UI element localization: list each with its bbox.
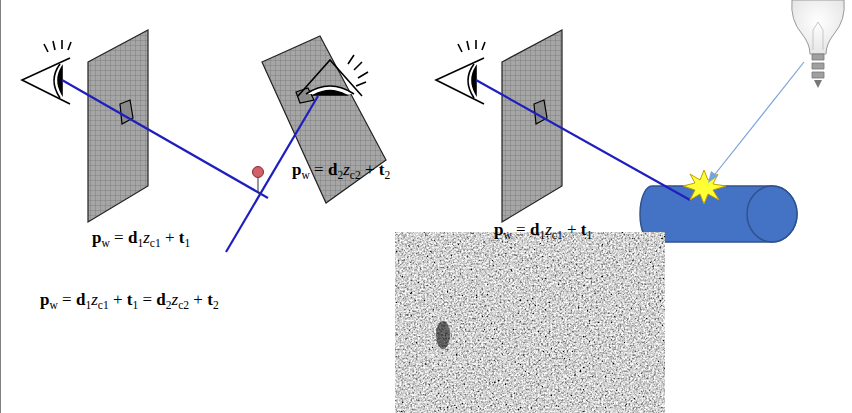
light-burst (683, 170, 726, 204)
eye-left (436, 40, 485, 104)
ray (226, 96, 318, 252)
equation: pw = d1zc1 + t1 (92, 228, 190, 248)
pixel (534, 100, 547, 124)
speckle-image (395, 232, 665, 413)
speckle-shadow (436, 321, 450, 349)
light-ray (712, 62, 804, 178)
eye-right (298, 55, 368, 96)
equation: pw = d1zc1 + t1 (494, 220, 592, 240)
arrow-head (708, 171, 718, 183)
equation: pw = d1zc1 + t1 = d2zc2 + t2 (40, 290, 219, 310)
gap-line (258, 178, 259, 193)
ray (476, 80, 690, 200)
light-bulb (792, 0, 845, 88)
equation: pw = d2zc2 + t2 (292, 160, 390, 180)
frame-line (0, 0, 1, 413)
speckle-image (395, 232, 665, 413)
ray (62, 80, 268, 198)
image-plane (502, 30, 562, 222)
image-plane (88, 30, 148, 222)
point (253, 167, 264, 178)
eye-left (22, 40, 71, 104)
